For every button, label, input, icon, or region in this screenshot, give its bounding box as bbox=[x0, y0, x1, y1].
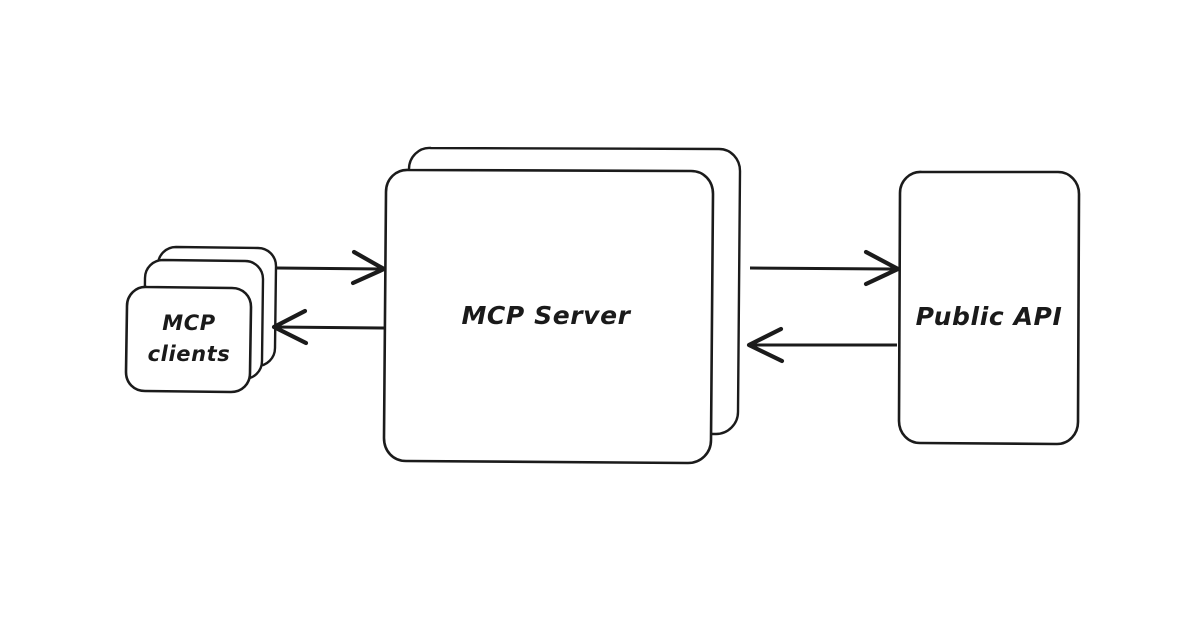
edge-api-to-server-arrowhead bbox=[746, 326, 785, 364]
edge-server-to-api-arrowhead bbox=[863, 249, 901, 287]
edge-clients-to-server-line bbox=[276, 266, 384, 271]
mcp-server-label: MCP Server bbox=[461, 301, 631, 330]
public-api-card bbox=[897, 170, 1081, 446]
mcp-clients-card-front bbox=[124, 285, 253, 394]
mcp-clients-label-line2: clients bbox=[148, 342, 231, 366]
mcp-clients-label-line1: MCP bbox=[162, 311, 216, 335]
edge-server-to-clients-arrowhead bbox=[271, 308, 309, 346]
node-mcp-server[interactable]: MCP Server bbox=[382, 146, 742, 465]
edge-server-to-clients-line bbox=[274, 325, 385, 330]
edge-clients-to-server-arrowhead bbox=[350, 249, 387, 286]
edge-clients-to-server[interactable] bbox=[276, 249, 387, 286]
public-api-label: Public API bbox=[916, 302, 1063, 331]
edge-server-to-api-line bbox=[749, 266, 898, 271]
node-mcp-clients[interactable]: MCP clients bbox=[124, 245, 278, 394]
mcp-server-card-front bbox=[382, 168, 715, 465]
edge-api-to-server[interactable] bbox=[746, 326, 897, 364]
edge-server-to-api[interactable] bbox=[749, 249, 901, 287]
edge-server-to-clients[interactable] bbox=[271, 308, 385, 346]
node-public-api[interactable]: Public API bbox=[897, 170, 1081, 446]
